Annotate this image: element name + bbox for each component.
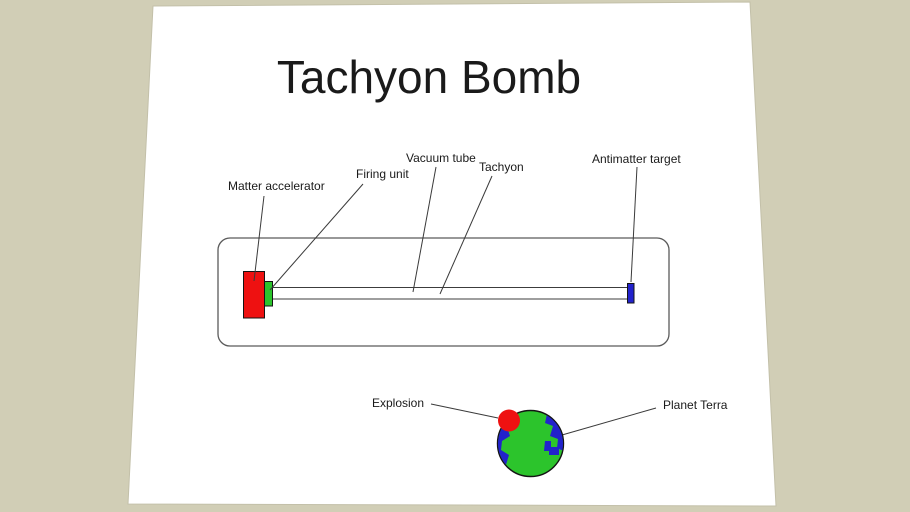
label-antimatter-target: Antimatter target xyxy=(592,152,681,166)
label-matter-accelerator: Matter accelerator xyxy=(228,179,325,193)
leader-planet-terra xyxy=(561,407,657,436)
label-firing-unit: Firing unit xyxy=(356,167,409,181)
label-tachyon: Tachyon xyxy=(479,160,524,174)
matter-accelerator-shape xyxy=(243,271,265,319)
device-enclosure-outline xyxy=(217,237,670,347)
leader-firing-unit xyxy=(269,183,364,291)
label-explosion: Explosion xyxy=(372,396,424,410)
continent-central xyxy=(544,441,559,455)
leader-tachyon xyxy=(439,175,493,295)
leader-antimatter-target xyxy=(630,166,638,283)
explosion-shape xyxy=(498,409,520,432)
label-planet-terra: Planet Terra xyxy=(663,398,728,412)
antimatter-target-shape xyxy=(627,283,635,304)
label-vacuum-tube: Vacuum tube xyxy=(406,151,476,165)
leader-vacuum-tube xyxy=(412,166,437,293)
drawing-page xyxy=(127,1,777,507)
vacuum-tube-shape xyxy=(268,287,630,300)
leader-lines xyxy=(253,166,657,436)
page-title: Tachyon Bomb xyxy=(277,51,581,103)
leader-explosion xyxy=(430,403,499,419)
leader-matter-accelerator xyxy=(253,195,265,282)
